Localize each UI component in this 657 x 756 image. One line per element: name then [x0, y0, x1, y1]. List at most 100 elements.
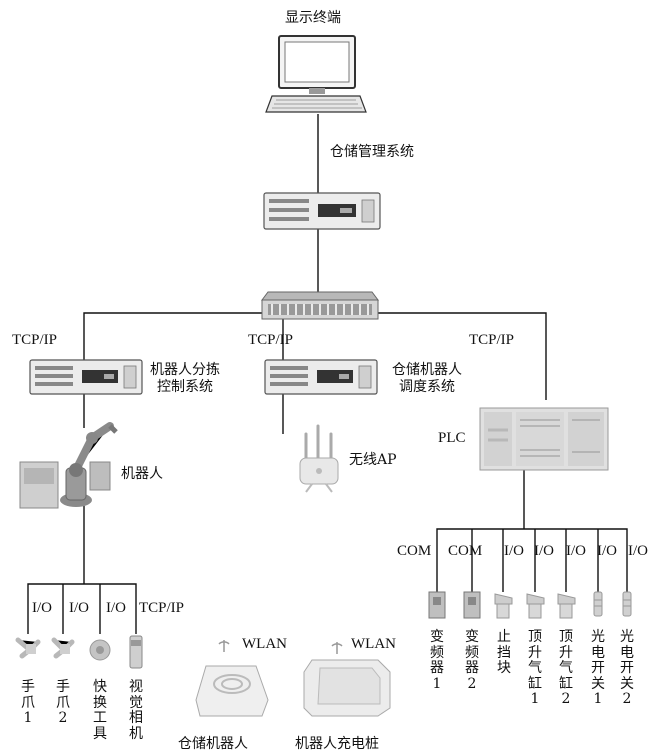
label-char: 缸 — [559, 675, 573, 692]
label-char: 电 — [591, 644, 605, 661]
dispatch-server-icon — [264, 359, 378, 395]
label-char: 顶 — [528, 629, 542, 645]
photoelectric-switch-2-icon — [622, 591, 632, 617]
label-char: 具 — [93, 725, 107, 742]
tcp-ip-label-right: TCP/IP — [469, 332, 515, 348]
label-char: 器 — [430, 660, 444, 676]
wireless-ap-label: 无线AP — [349, 452, 397, 468]
label-char: 爪 — [21, 694, 35, 711]
label-char: 手 — [56, 679, 70, 695]
tcp-ip-label-middle: TCP/IP — [248, 332, 294, 348]
label-char: 光 — [591, 629, 605, 645]
label-char: 快 — [93, 679, 107, 695]
tcp-ip-label-camera: TCP/IP — [139, 600, 185, 616]
label-char: 光 — [620, 629, 634, 645]
inverter-1-icon — [428, 591, 446, 619]
display-terminal-label: 显示终端 — [285, 10, 341, 26]
io-label-plc-1: I/O — [504, 543, 524, 559]
label-char: 止 — [497, 629, 511, 645]
label-char: 挡 — [497, 644, 511, 661]
io-label-robot-1: I/O — [32, 600, 52, 616]
label-char: 觉 — [129, 694, 143, 711]
label-char: 缸 — [528, 675, 542, 692]
label-char: 机 — [129, 725, 143, 742]
io-label-robot-2: I/O — [69, 600, 89, 616]
label-char: 升 — [559, 644, 573, 661]
label-char: 工 — [93, 710, 107, 726]
label-char: 相 — [129, 710, 143, 726]
wlan-label-robot: WLAN — [242, 636, 287, 652]
io-label-robot-3: I/O — [106, 600, 126, 616]
label-char: 2 — [467, 675, 477, 692]
gripper-1-icon — [15, 637, 41, 659]
wms-label: 仓储管理系统 — [330, 144, 414, 160]
label-char: 手 — [21, 679, 35, 695]
label-char: 开 — [591, 660, 605, 676]
io-label-plc-2: I/O — [534, 543, 554, 559]
label-char: 气 — [559, 660, 573, 676]
com-label-2: COM — [448, 543, 483, 559]
robot-label: 机器人 — [121, 466, 163, 482]
label-char: 频 — [465, 644, 479, 661]
lift-cylinder-1-icon — [526, 593, 545, 619]
plc-icon — [479, 407, 609, 471]
industrial-robot-icon — [19, 422, 118, 509]
quick-change-tool-icon — [89, 639, 111, 661]
label-char: 关 — [591, 675, 605, 692]
com-label-1: COM — [397, 543, 432, 559]
io-label-plc-4: I/O — [597, 543, 617, 559]
label-char: 爪 — [56, 694, 70, 711]
label-char: 视 — [129, 679, 143, 695]
io-label-plc-3: I/O — [566, 543, 586, 559]
label-char: 变 — [465, 629, 479, 645]
label-char: 2 — [58, 710, 68, 726]
label-char: 频 — [430, 644, 444, 661]
label-char: 2 — [561, 691, 571, 707]
label-char: 关 — [620, 675, 634, 692]
tcp-ip-label-left: TCP/IP — [12, 332, 58, 348]
stopper-icon — [494, 593, 513, 619]
sorting-server-icon — [29, 359, 143, 395]
photoelectric-switch-1-icon — [593, 591, 603, 617]
label-char: 升 — [528, 644, 542, 661]
dispatch-system-label: 仓储机器人 调度系统 — [392, 362, 462, 395]
tool-label-quick-change: 快换工具 — [92, 679, 108, 742]
label-char: 器 — [465, 660, 479, 676]
wireless-ap-icon — [299, 424, 339, 493]
label-char: 2 — [622, 691, 632, 707]
label-char: 气 — [528, 660, 542, 676]
tool-label-vision-camera: 视觉相机 — [128, 679, 144, 742]
label-char: 1 — [593, 691, 603, 707]
sorting-control-system-label: 机器人分拣 控制系统 — [150, 362, 220, 395]
plc-label: PLC — [438, 430, 466, 446]
charging-station-label: 机器人充电桩 — [295, 736, 379, 752]
label-char: 换 — [93, 694, 107, 711]
io-label-plc-5: I/O — [628, 543, 648, 559]
label-char: 1 — [530, 691, 540, 707]
wlan-label-charger: WLAN — [351, 636, 396, 652]
label-char: 变 — [430, 629, 444, 645]
label-char: 1 — [432, 675, 442, 692]
line-robot-to-tools — [27, 506, 137, 634]
network-switch-icon — [261, 291, 379, 320]
label-char: 开 — [620, 660, 634, 676]
device-label-stopper: 止挡块 — [496, 629, 512, 677]
gripper-2-icon — [51, 637, 75, 659]
label-char: 块 — [497, 660, 511, 676]
label-char: 电 — [620, 644, 634, 661]
vision-camera-icon — [129, 635, 143, 669]
label-char: 顶 — [559, 629, 573, 645]
warehouse-robot-icon — [195, 640, 269, 717]
warehouse-robot-label: 仓储机器人 — [178, 736, 248, 752]
server-icon — [263, 192, 381, 230]
charging-station-icon — [303, 642, 391, 717]
